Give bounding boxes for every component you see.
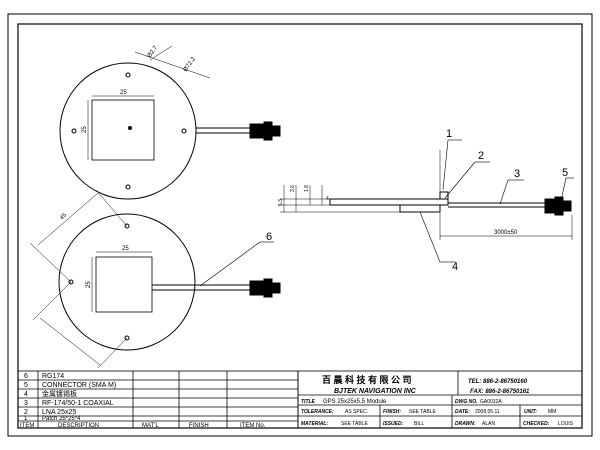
top-mount-hole xyxy=(125,72,131,78)
top-mount-hole xyxy=(71,128,77,134)
bom-rows: 6 RG174 5 CONNECTOR (SMA M) 4 金属镀锡板 3 RF… xyxy=(20,373,266,429)
bom-header-item: ITEM xyxy=(20,423,34,429)
dim-side-t2: 3.6 xyxy=(290,185,296,192)
company-name-cn: 百 晨 科 技 有 限 公 司 xyxy=(322,374,412,385)
checked-value: LOUIS xyxy=(558,421,574,427)
dim-bottom-patch-w: 25 xyxy=(122,246,129,252)
side-sma-connector xyxy=(544,198,556,214)
bottom-patch xyxy=(95,256,153,313)
top-disc xyxy=(59,62,197,200)
bom-desc: LNA 25x25 xyxy=(42,409,76,416)
finish-label: FINISH: xyxy=(383,409,401,415)
tolerance-label: TOLERANCE: xyxy=(301,409,334,415)
issued-label: ISSUED: xyxy=(383,421,404,427)
leader-3 xyxy=(499,179,509,205)
bottom-disc xyxy=(58,213,196,351)
leader-4 xyxy=(419,211,441,263)
date-value: 2008.05.11 xyxy=(475,409,500,415)
top-view xyxy=(59,45,281,200)
leader-2 xyxy=(444,161,476,199)
callout-2: 2 xyxy=(478,150,484,162)
title-block-text: 百 晨 科 技 有 限 公 司 BJTEK NAVIGATION INC TEL… xyxy=(301,374,574,427)
dwg-label: DWG NO. xyxy=(455,399,478,405)
material-label: MATERIAL: xyxy=(301,421,328,427)
dim-top-patch-w: 25 xyxy=(120,90,127,96)
callout-3: 3 xyxy=(514,168,520,180)
dim-bottom-patch-h: 25 xyxy=(86,281,92,288)
bottom-sma-connector xyxy=(249,280,265,296)
bom-item: 2 xyxy=(24,409,28,416)
inner-border xyxy=(17,23,583,429)
bom-item: 5 xyxy=(24,382,28,389)
callout-1: 1 xyxy=(446,128,452,140)
top-mount-hole xyxy=(181,128,187,134)
bom-item: 3 xyxy=(24,400,28,407)
company-fax: FAX: 886-2-86750161 xyxy=(470,389,530,395)
issued-value: BILL xyxy=(414,421,425,427)
company-tel: TEL: 886-2-86750160 xyxy=(468,379,528,385)
top-sma-connector xyxy=(249,123,265,139)
dim-side-t3: 1.8 xyxy=(304,185,310,192)
material-value: SEE TABLE xyxy=(341,421,368,427)
bom-item: 4 xyxy=(24,391,28,398)
dim-top-patch-h: 25 xyxy=(82,126,88,133)
leader-1 xyxy=(442,139,449,191)
dim-side-t4: 4 xyxy=(326,196,329,202)
callout-4: 4 xyxy=(452,261,458,273)
unit-label: UNIT: xyxy=(524,409,537,415)
tolerance-value: AS SPEC. xyxy=(345,409,368,415)
bom-desc: CONNECTOR (SMA M) xyxy=(42,382,116,389)
drawn-label: DRAWN: xyxy=(455,421,476,427)
bom-header-mat: MAT'L xyxy=(142,423,159,429)
bom-desc: RG174 xyxy=(42,373,64,380)
bottom-view xyxy=(29,189,281,369)
dim-cable-length: 3000±50 xyxy=(494,230,518,236)
side-disc xyxy=(329,198,449,206)
side-view xyxy=(199,139,574,287)
finish-value: SEE TABLE xyxy=(409,409,436,415)
bom-header-finish: FINISH xyxy=(189,423,209,429)
outer-border xyxy=(7,13,593,437)
callout-5: 5 xyxy=(562,167,568,179)
top-feed-point xyxy=(128,126,132,130)
title-block xyxy=(297,370,583,429)
callout-6: 6 xyxy=(266,231,272,243)
bom-desc: 金属镀锡板 xyxy=(42,389,77,398)
bom-desc: RF-174/50-1 COAXIAL xyxy=(42,400,114,407)
dim-bottom-angle: 45 xyxy=(59,212,68,221)
bom-header-desc: DESCRIPTION xyxy=(58,423,99,429)
bom-item: 1 xyxy=(24,416,28,422)
leader-5 xyxy=(561,177,567,197)
checked-label: CHECKED: xyxy=(523,421,550,427)
leader-6 xyxy=(199,241,261,287)
title-value: GPS 25x25x5.5 Module xyxy=(323,399,387,405)
top-mount-hole xyxy=(125,184,131,190)
dim-top-hole: Ø2.7 xyxy=(147,45,160,60)
dim-side-t1: 5.3 xyxy=(278,199,284,206)
unit-value: MM xyxy=(548,409,556,415)
dim-top-diameter: Ø72.2 xyxy=(183,56,198,73)
bom-item: 6 xyxy=(24,373,28,380)
drawn-value: ALAN xyxy=(482,421,495,427)
date-label: DATE: xyxy=(455,409,470,415)
top-patch xyxy=(91,99,155,161)
bom-table xyxy=(17,370,299,429)
company-name-en: BJTEK NAVIGATION INC xyxy=(334,388,417,395)
side-pcb xyxy=(399,204,441,213)
bom-desc: Patch 25*25*4 xyxy=(42,416,81,422)
dwg-value: GA0032A xyxy=(480,399,502,405)
bom-header-item-no: ITEM No. xyxy=(240,423,266,429)
title-label: TITLE xyxy=(301,399,316,405)
